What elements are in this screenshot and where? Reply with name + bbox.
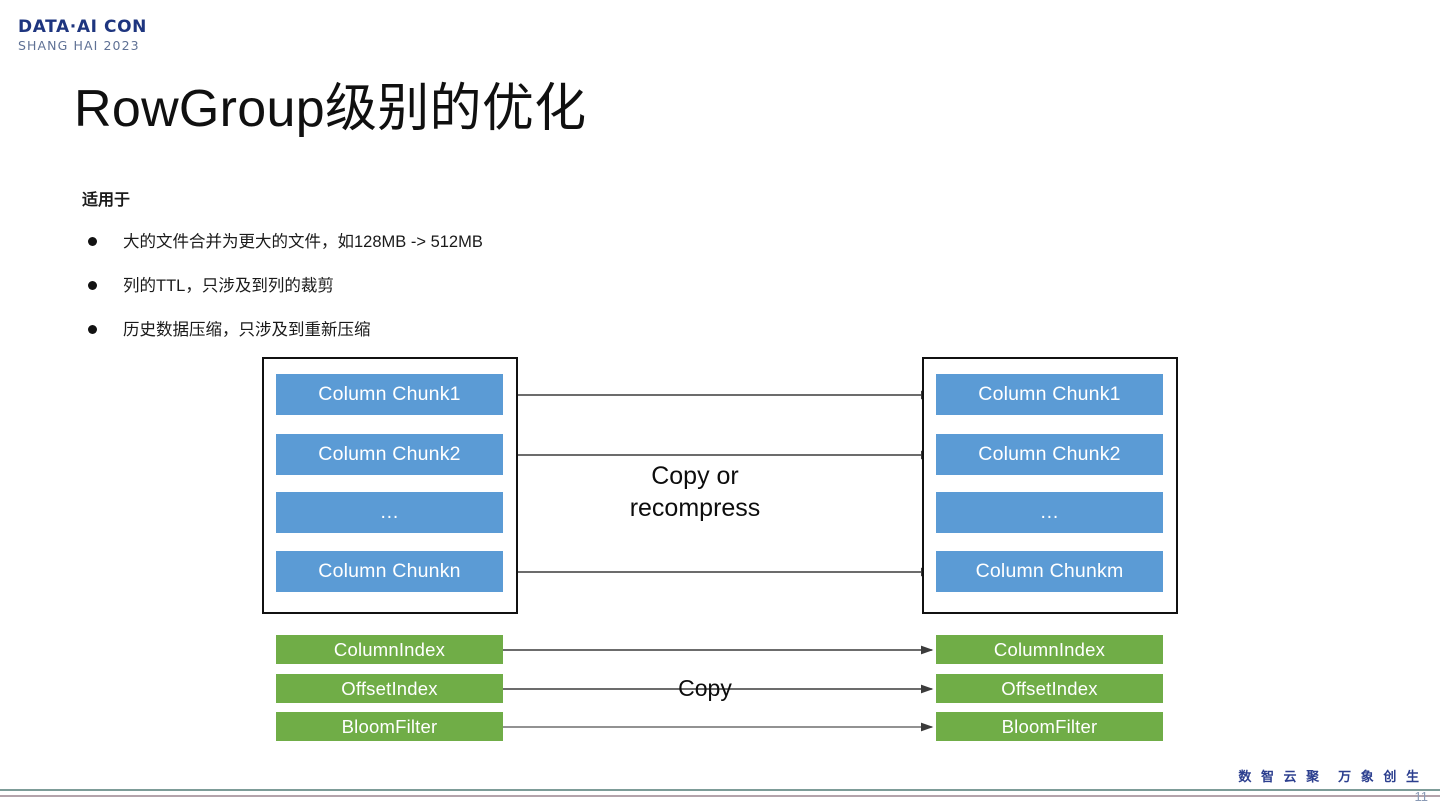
conference-logo: DATA·AI CON SHANG HAI 2023 bbox=[18, 19, 147, 53]
target-offset-index: OffsetIndex bbox=[936, 674, 1163, 703]
source-chunk-n: Column Chunkn bbox=[276, 551, 503, 592]
bullet-list: 大的文件合并为更大的文件，如128MB -> 512MB 列的TTL，只涉及到列… bbox=[82, 228, 982, 360]
source-column-index: ColumnIndex bbox=[276, 635, 503, 664]
index-transfer-label: Copy bbox=[678, 675, 732, 701]
source-bloom-filter: BloomFilter bbox=[276, 712, 503, 741]
target-chunk-2: Column Chunk2 bbox=[936, 434, 1163, 475]
source-chunk-1: Column Chunk1 bbox=[276, 374, 503, 415]
footer-rule-top bbox=[0, 789, 1440, 791]
page-number: 11 bbox=[1414, 789, 1429, 804]
list-item-label: 历史数据压缩，只涉及到重新压缩 bbox=[123, 321, 371, 339]
target-chunk-m: Column Chunkm bbox=[936, 551, 1163, 592]
page-title: RowGroup级别的优化 bbox=[74, 80, 587, 138]
target-bloom-filter: BloomFilter bbox=[936, 712, 1163, 741]
source-chunk-2: Column Chunk2 bbox=[276, 434, 503, 475]
target-column-index: ColumnIndex bbox=[936, 635, 1163, 664]
list-item: 历史数据压缩，只涉及到重新压缩 bbox=[82, 316, 982, 360]
logo-sub-text: SHANG HAI 2023 bbox=[18, 38, 140, 53]
list-item: 大的文件合并为更大的文件，如128MB -> 512MB bbox=[82, 228, 982, 272]
chunk-transfer-label-line1: Copy or bbox=[651, 462, 739, 490]
target-chunk-1: Column Chunk1 bbox=[936, 374, 1163, 415]
bullet-dot-icon bbox=[88, 325, 97, 334]
bullet-dot-icon bbox=[88, 237, 97, 246]
source-chunk-ellipsis: … bbox=[276, 492, 503, 533]
list-item: 列的TTL，只涉及到列的裁剪 bbox=[82, 272, 982, 316]
chunk-transfer-label-line2: recompress bbox=[629, 494, 761, 522]
section-lead: 适用于 bbox=[82, 192, 131, 209]
footer-rule-bottom bbox=[0, 795, 1440, 797]
list-item-label: 列的TTL，只涉及到列的裁剪 bbox=[123, 277, 334, 295]
chunk-transfer-label: Copy or recompress bbox=[575, 460, 815, 524]
list-item-label: 大的文件合并为更大的文件，如128MB -> 512MB bbox=[123, 233, 483, 251]
target-chunk-ellipsis: … bbox=[936, 492, 1163, 533]
source-offset-index: OffsetIndex bbox=[276, 674, 503, 703]
footer-slogan: 数 智 云 聚 万 象 创 生 bbox=[1238, 769, 1422, 784]
logo-main-text: DATA·AI CON bbox=[18, 17, 147, 37]
bullet-dot-icon bbox=[88, 281, 97, 290]
